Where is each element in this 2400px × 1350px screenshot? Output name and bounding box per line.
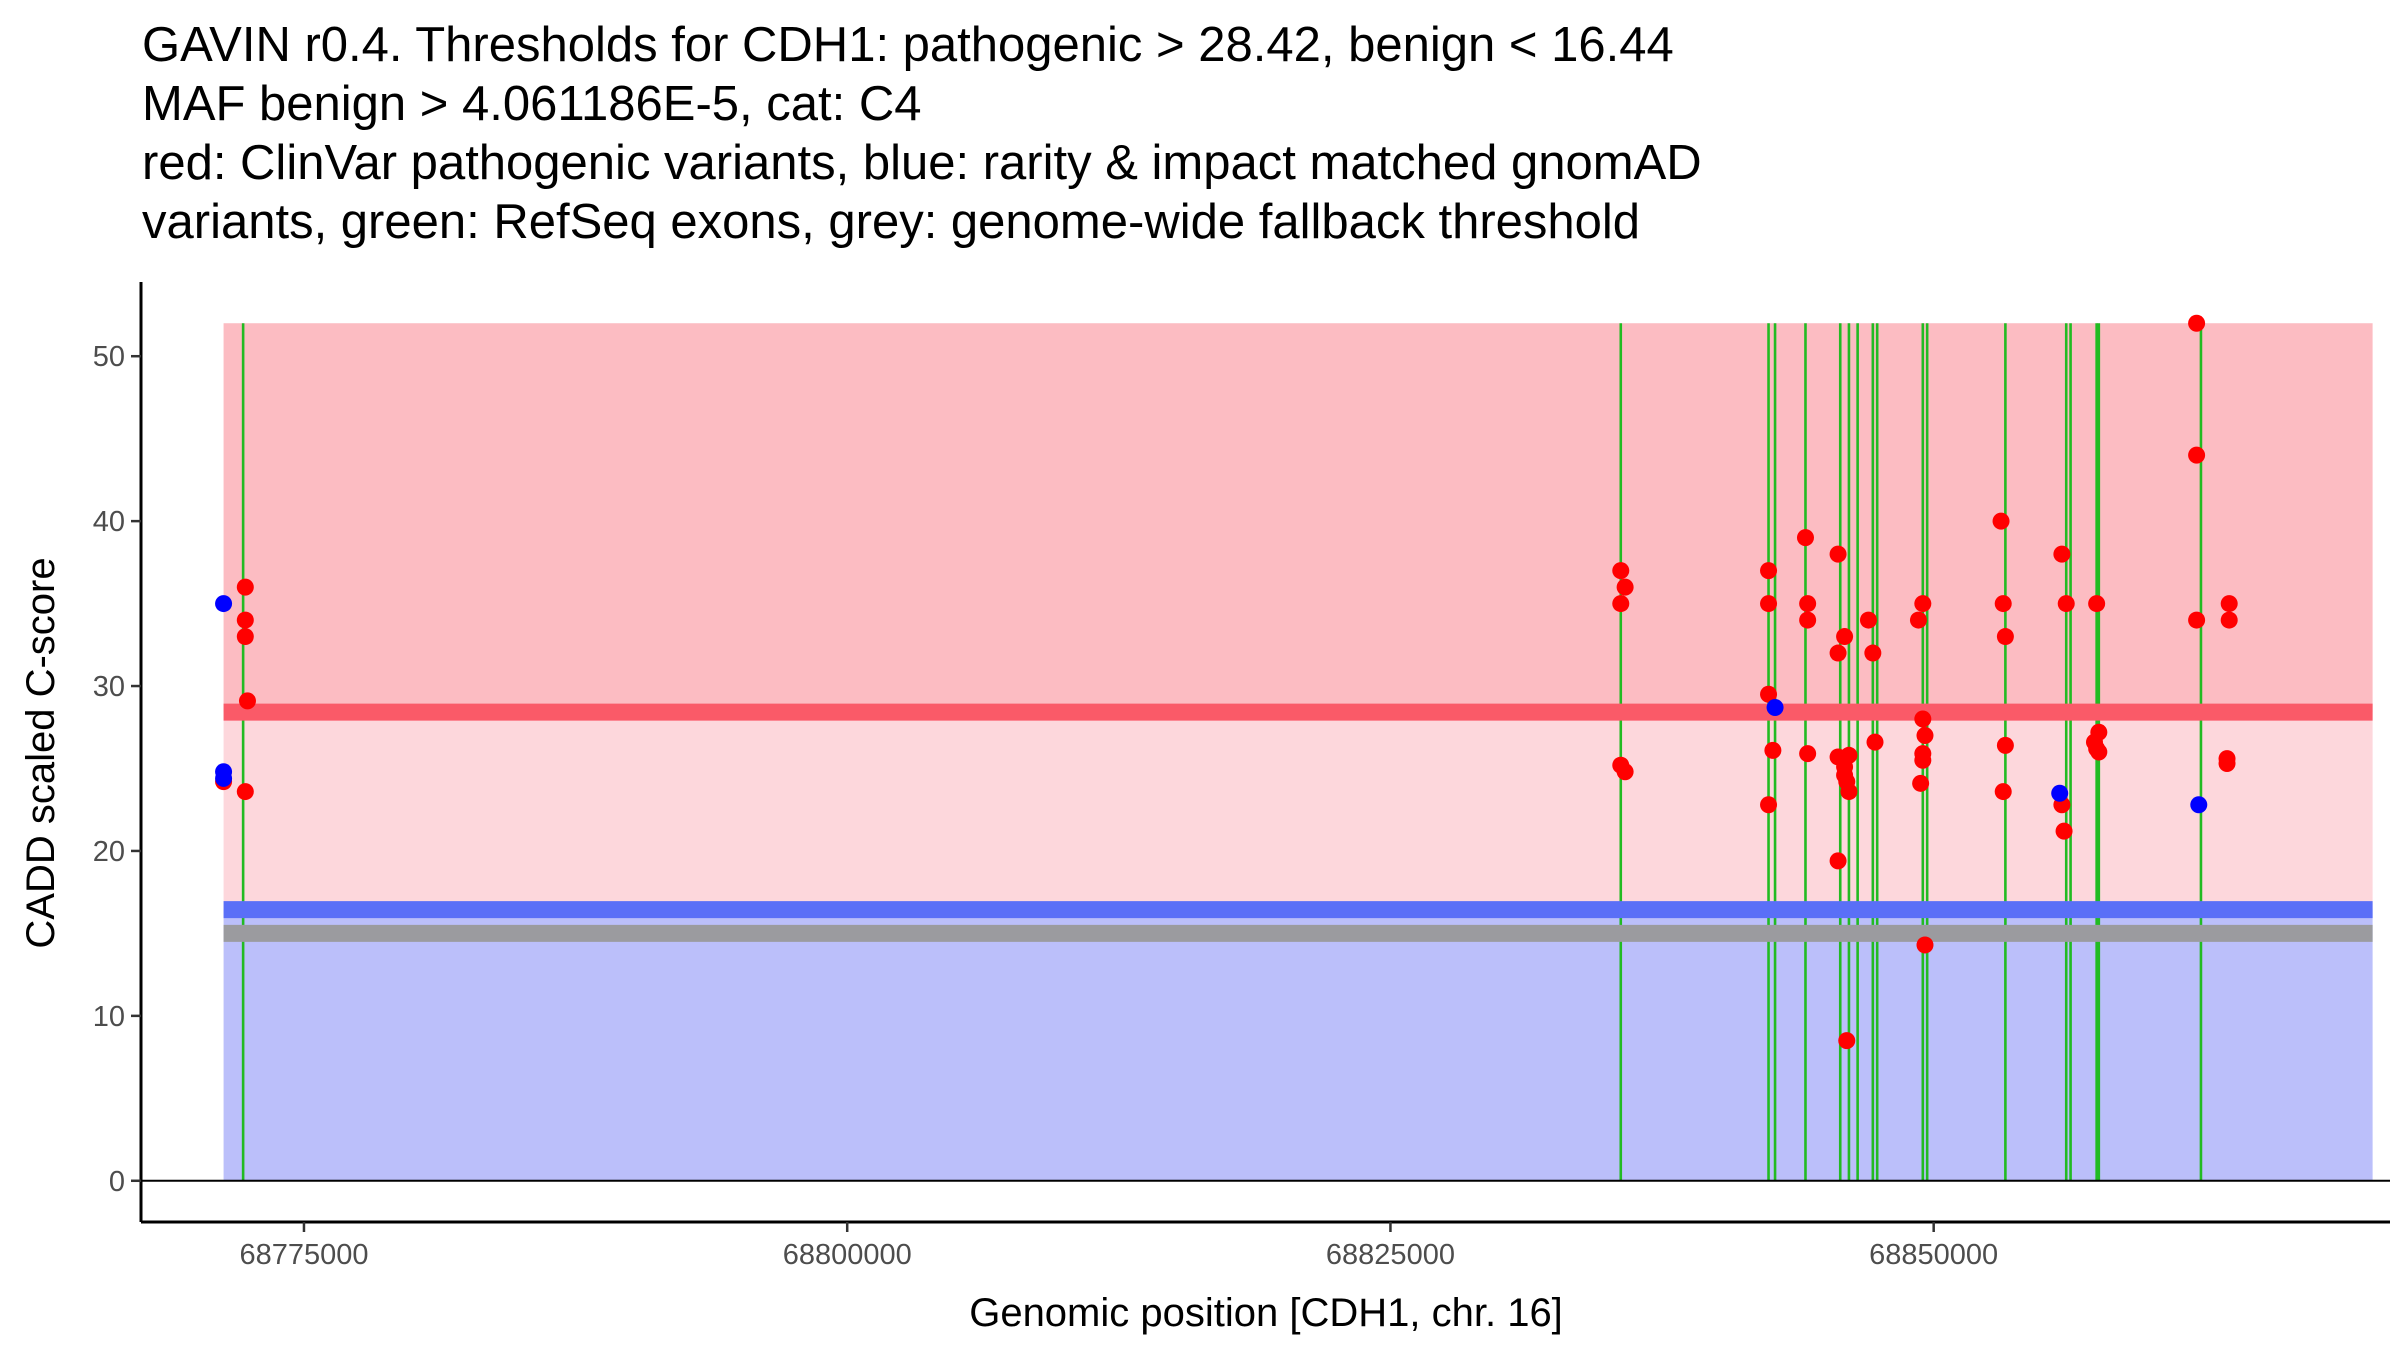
gnomad-point-4: [1766, 698, 1784, 716]
y-tick-label-10: 10: [93, 1001, 125, 1033]
axes: 0 10 20 30 40 50 68775000 68800000 68825000 68850…: [93, 282, 2390, 1271]
clinvar-point-16: [1760, 796, 1778, 814]
clinvar-point-17: [1796, 529, 1814, 547]
clinvar-point-44: [1994, 595, 2012, 613]
clinvar-point-11: [1616, 763, 1634, 781]
gnomad-point-5: [2051, 784, 2069, 802]
clinvar-point-9: [1612, 595, 1630, 613]
clinvar-point-13: [1760, 595, 1778, 613]
clinvar-point-29: [1829, 852, 1847, 870]
clinvar-point-12: [1760, 562, 1778, 580]
title-line-3: red: ClinVar pathogenic variants, blue: …: [142, 136, 1702, 190]
clinvar-point-34: [1866, 733, 1884, 751]
clinvar-point-59: [2188, 611, 2206, 629]
title-line-2: MAF benign > 4.061186E-5, cat: C4: [142, 77, 921, 131]
threshold-lines: [223, 703, 2373, 942]
clinvar-point-2: [236, 578, 254, 596]
gnomad-point-6: [2190, 796, 2208, 814]
clinvar-point-20: [1799, 745, 1817, 763]
x-tick-label-3: 68850000: [1869, 1239, 1998, 1271]
clinvar-point-7: [1612, 562, 1630, 580]
clinvar-point-15: [1764, 741, 1782, 759]
clinvar-point-36: [1914, 595, 1932, 613]
x-tick-label-1: 68800000: [783, 1239, 912, 1271]
gnomad-point-1: [215, 595, 233, 613]
clinvar-point-31: [1840, 746, 1858, 764]
clinvar-point-40: [1914, 751, 1932, 769]
chart-title: GAVIN r0.4. Thresholds for CDH1: pathoge…: [142, 18, 1702, 249]
clinvar-point-38: [1916, 727, 1934, 745]
clinvar-point-48: [2053, 545, 2071, 563]
clinvar-point-3: [236, 611, 254, 629]
clinvar-point-41: [1912, 774, 1930, 792]
clinvar-point-8: [1616, 578, 1634, 596]
clinvar-point-47: [1994, 783, 2012, 801]
clinvar-point-57: [2188, 314, 2206, 332]
clinvar-point-56: [2090, 743, 2108, 761]
clinvar-point-14: [1760, 685, 1778, 703]
clinvar-point-28: [1840, 783, 1858, 801]
clinvar-point-52: [2088, 595, 2106, 613]
clinvar-point-37: [1914, 710, 1932, 728]
y-axis-title: CADD scaled C-score: [19, 557, 63, 948]
pathogenic-region: [223, 323, 2373, 713]
clinvar-point-60: [2220, 595, 2238, 613]
title-line-1: GAVIN r0.4. Thresholds for CDH1: pathoge…: [142, 18, 1674, 72]
clinvar-point-63: [2218, 755, 2236, 773]
clinvar-point-30: [1838, 1032, 1856, 1050]
clinvar-point-18: [1799, 595, 1817, 613]
clinvar-point-4: [236, 628, 254, 646]
clinvar-point-32: [1859, 611, 1877, 629]
clinvar-point-46: [1996, 736, 2014, 754]
clinvar-point-33: [1864, 644, 1882, 662]
clinvar-point-42: [1916, 936, 1934, 954]
y-tick-label-0: 0: [109, 1166, 125, 1198]
clinvar-point-23: [1836, 628, 1854, 646]
y-tick-label-30: 30: [93, 671, 125, 703]
clinvar-point-21: [1829, 545, 1847, 563]
title-line-4: variants, green: RefSeq exons, grey: gen…: [142, 195, 1640, 249]
threshold-regions: [223, 323, 2373, 1181]
x-axis-title: Genomic position [CDH1, chr. 16]: [969, 1291, 1563, 1335]
y-tick-label-40: 40: [93, 506, 125, 538]
benign-region: [223, 909, 2373, 1181]
clinvar-point-5: [238, 692, 256, 710]
clinvar-point-49: [2057, 595, 2075, 613]
gnomad-point-3: [215, 769, 233, 787]
variant-points: [215, 314, 2238, 1050]
y-tick-label-20: 20: [93, 836, 125, 868]
intermediate-region: [223, 712, 2373, 910]
clinvar-point-58: [2188, 446, 2206, 464]
clinvar-point-6: [236, 783, 254, 801]
clinvar-point-45: [1996, 628, 2014, 646]
x-tick-label-2: 68825000: [1326, 1239, 1455, 1271]
clinvar-point-61: [2220, 611, 2238, 629]
y-tick-label-50: 50: [93, 341, 125, 373]
clinvar-point-35: [1909, 611, 1927, 629]
clinvar-point-22: [1829, 644, 1847, 662]
clinvar-point-19: [1799, 611, 1817, 629]
clinvar-point-51: [2055, 822, 2073, 840]
clinvar-point-43: [1992, 512, 2010, 530]
x-tick-label-0: 68775000: [239, 1239, 368, 1271]
